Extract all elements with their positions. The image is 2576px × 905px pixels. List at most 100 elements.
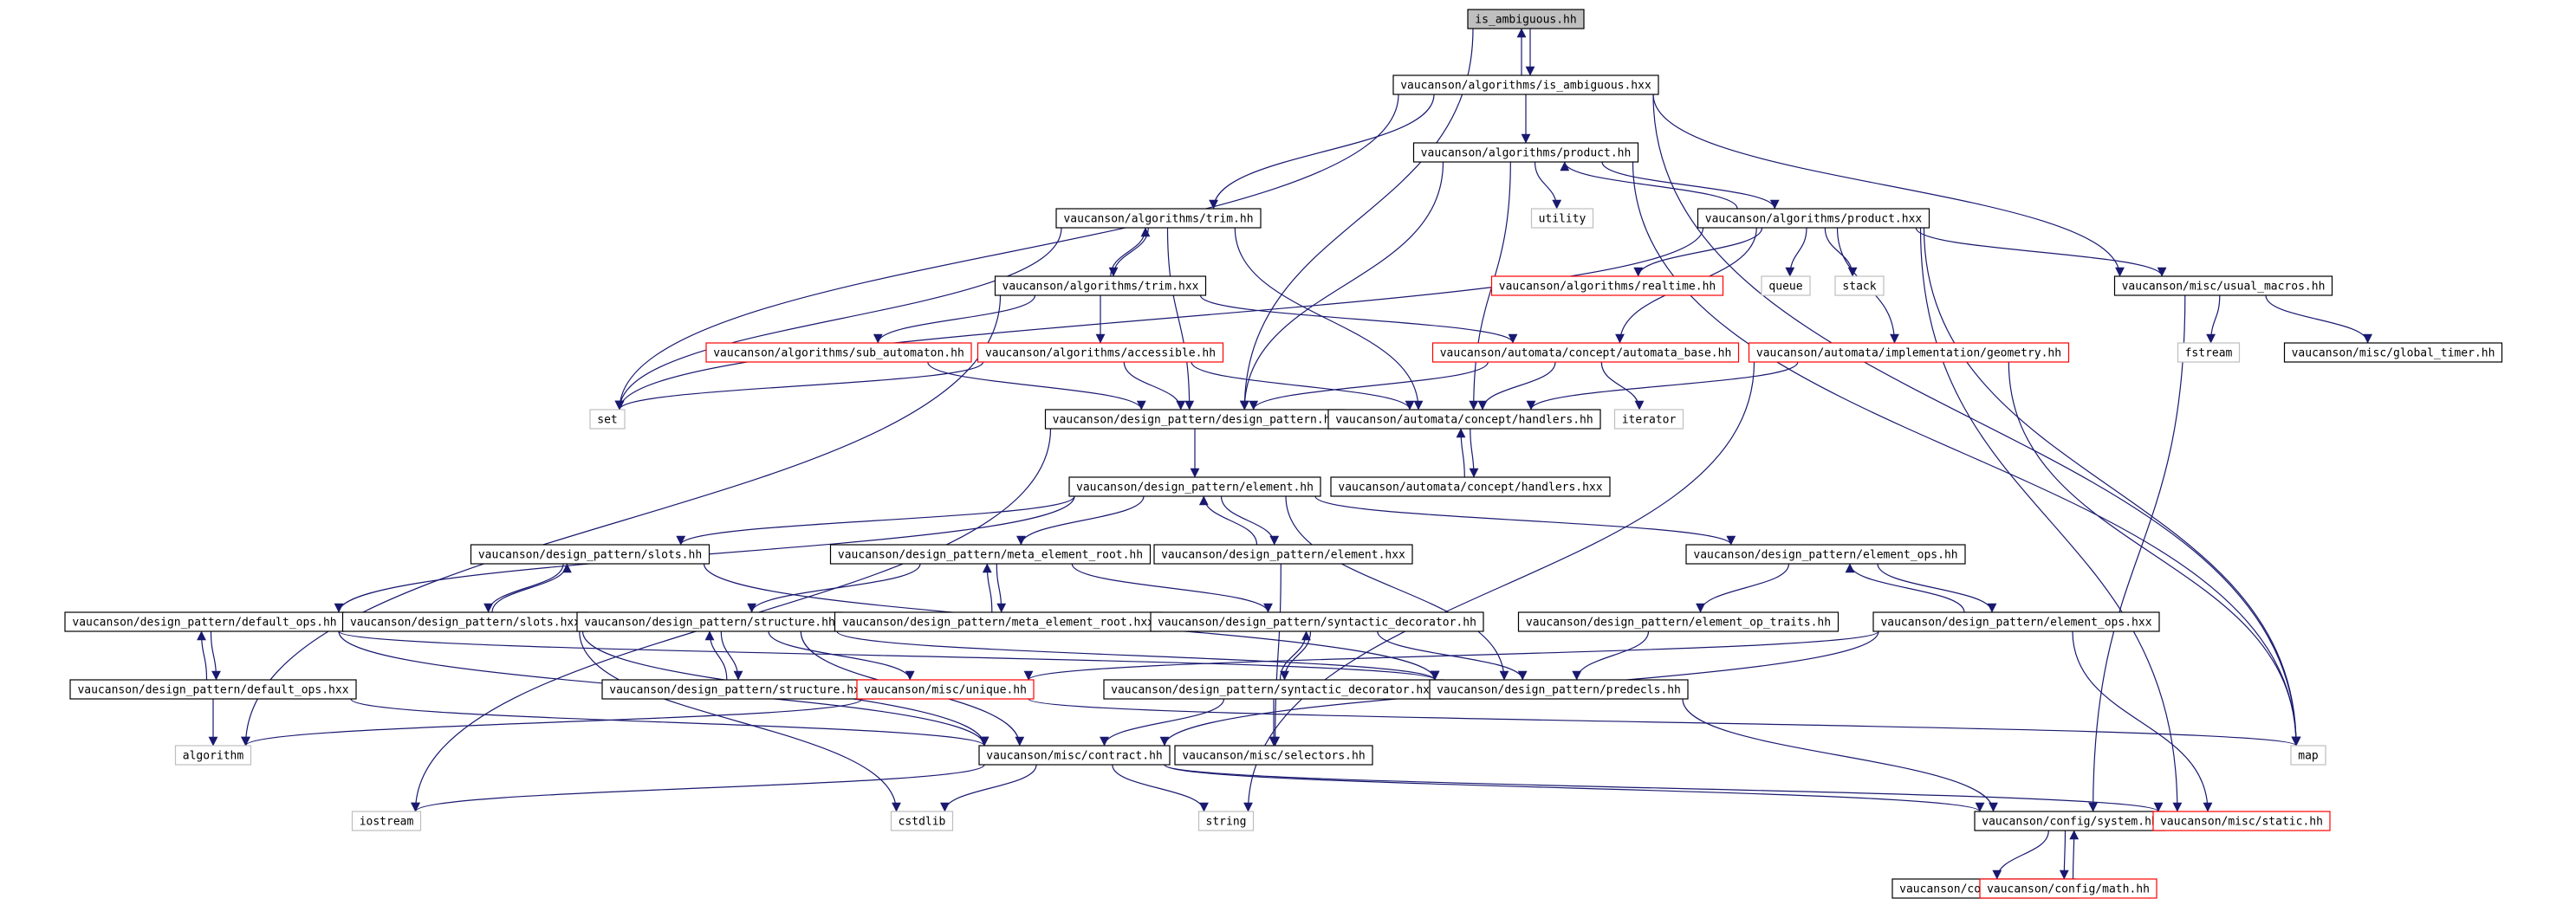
edge-element-hh-to-meta-element-root-hh (1016, 495, 1145, 546)
node-math[interactable]: vaucanson/config/math.hh (1979, 878, 2157, 899)
node-label: vaucanson/design_pattern/default_ops.hh (72, 617, 336, 630)
node-label: vaucanson/algorithms/trim.hxx (1002, 281, 1199, 294)
node-slots-hh[interactable]: vaucanson/design_pattern/slots.hh (470, 544, 711, 565)
edge-contract-to-system-hh (1164, 764, 1985, 812)
node-element-ops-hh[interactable]: vaucanson/design_pattern/element_ops.hh (1685, 544, 1966, 565)
node-label: vaucanson/design_pattern/structure.hxx (609, 684, 867, 697)
node-box (1467, 9, 1585, 29)
node-element-hxx[interactable]: vaucanson/design_pattern/element.hxx (1153, 544, 1413, 565)
node-label: utility (1539, 213, 1586, 226)
node-meta-element-root-hxx[interactable]: vaucanson/design_pattern/meta_element_ro… (834, 611, 1163, 632)
node-slots-hxx[interactable]: vaucanson/design_pattern/slots.hxx (341, 611, 589, 632)
node-system-hh[interactable]: vaucanson/config/system.hh (1974, 811, 2166, 831)
node-box (1431, 342, 1740, 363)
edge-is-ambiguous-hh-to-design-pattern-hh (1239, 28, 1474, 410)
node-handlers-hh[interactable]: vaucanson/automata/concept/handlers.hh (1327, 409, 1601, 430)
node-syntactic-decorator-hxx[interactable]: vaucanson/design_pattern/syntactic_decor… (1103, 679, 1444, 700)
edge-syntactic-decorator-hh-to-syntactic-decorator-hxx (1280, 630, 1312, 681)
node-static-hh[interactable]: vaucanson/misc/static.hh (2152, 811, 2331, 831)
node-design-pattern-hh[interactable]: vaucanson/design_pattern/design_pattern.… (1044, 409, 1346, 430)
edge-element-hh-to-predecls (1285, 495, 1509, 681)
node-contract[interactable]: vaucanson/misc/contract.hh (978, 745, 1171, 766)
node-label: vaucanson/automata/concept/handlers.hh (1335, 414, 1593, 427)
node-label: vaucanson/algorithms/sub_automaton.hh (713, 347, 964, 360)
node-label: vaucanson/algorithms/trim.hh (1063, 213, 1253, 226)
node-is-ambiguous-hxx[interactable]: vaucanson/algorithms/is_ambiguous.hxx (1392, 74, 1659, 95)
node-utility: utility (1530, 208, 1594, 229)
node-product-hh[interactable]: vaucanson/algorithms/product.hh (1412, 142, 1639, 163)
node-meta-element-root-hh[interactable]: vaucanson/design_pattern/meta_element_ro… (829, 544, 1152, 565)
node-product-hxx[interactable]: vaucanson/algorithms/product.hxx (1697, 208, 1930, 229)
node-label: vaucanson/misc/unique.hh (864, 684, 1027, 697)
node-predecls[interactable]: vaucanson/design_pattern/predecls.hh (1429, 679, 1689, 700)
edge-trim-hxx-to-automata-base (1199, 294, 1518, 344)
node-box (978, 745, 1171, 766)
node-label: stack (1842, 281, 1876, 294)
node-label: vaucanson/design_pattern/default_ops.hxx (77, 684, 348, 697)
node-realtime-hh[interactable]: vaucanson/algorithms/realtime.hh (1490, 275, 1724, 296)
edge-element-hh-to-slots-hh (676, 495, 1075, 546)
node-unique-hh[interactable]: vaucanson/misc/unique.hh (856, 679, 1035, 700)
node-cstdlib: cstdlib (890, 811, 954, 831)
node-box (1150, 611, 1484, 632)
node-set: set (589, 409, 626, 430)
edge-trim-hxx-to-algorithm (241, 294, 1002, 747)
node-box (1748, 342, 2070, 363)
node-label: vaucanson/misc/static.hh (2160, 816, 2323, 829)
node-box (1055, 208, 1262, 229)
node-accessible[interactable]: vaucanson/algorithms/accessible.hh (977, 342, 1224, 363)
node-syntactic-decorator-hh[interactable]: vaucanson/design_pattern/syntactic_decor… (1150, 611, 1484, 632)
node-iostream: iostream (351, 811, 422, 831)
node-geometry[interactable]: vaucanson/automata/implementation/geomet… (1748, 342, 2070, 363)
node-label: vaucanson/design_pattern/syntactic_decor… (1158, 617, 1476, 630)
node-selectors[interactable]: vaucanson/misc/selectors.hh (1174, 745, 1373, 766)
node-box (174, 745, 252, 766)
edge-meta-element-root-hxx-to-meta-element-root-hh (982, 563, 993, 613)
node-structure-hh[interactable]: vaucanson/design_pattern/structure.hh (576, 611, 843, 632)
node-structure-hxx[interactable]: vaucanson/design_pattern/structure.hxx (601, 679, 875, 700)
edge-contract-to-cstdlib (940, 764, 1037, 812)
edge-default-ops-hxx-to-contract (350, 698, 990, 747)
node-sub-automaton[interactable]: vaucanson/algorithms/sub_automaton.hh (705, 342, 972, 363)
edge-default-ops-hh-to-predecls (338, 630, 1439, 681)
node-box (2283, 342, 2503, 363)
node-handlers-hxx[interactable]: vaucanson/automata/concept/handlers.hxx (1330, 476, 1611, 497)
node-label: fstream (2185, 347, 2233, 360)
edge-slots-hh-to-slots-hxx (483, 563, 564, 613)
node-default-ops-hxx[interactable]: vaucanson/design_pattern/default_ops.hxx (69, 679, 357, 700)
node-trim-hxx[interactable]: vaucanson/algorithms/trim.hxx (994, 275, 1207, 296)
edge-meta-element-root-hh-to-syntactic-decorator-hh (1071, 563, 1273, 613)
edge-is-ambiguous-hxx-to-map (1652, 94, 2301, 747)
edge-slots-hxx-to-slots-hh (491, 563, 572, 613)
edge-handlers-hxx-to-handlers-hh (1456, 428, 1466, 478)
node-global-timer[interactable]: vaucanson/misc/global_timer.hh (2283, 342, 2503, 363)
node-box (2152, 811, 2331, 831)
node-is-ambiguous-hh[interactable]: is_ambiguous.hh (1467, 9, 1585, 29)
node-box (1327, 409, 1601, 430)
node-label: vaucanson/design_pattern/slots.hh (478, 549, 702, 562)
node-element-ops-hxx[interactable]: vaucanson/design_pattern/element_ops.hxx (1872, 611, 2160, 632)
node-box (994, 275, 1207, 296)
node-trim-hh[interactable]: vaucanson/algorithms/trim.hh (1055, 208, 1262, 229)
node-box (1979, 878, 2157, 899)
edge-is-ambiguous-hxx-to-set (614, 94, 1399, 410)
node-usual-macros[interactable]: vaucanson/misc/usual_macros.hh (2113, 275, 2333, 296)
node-box (1490, 275, 1724, 296)
edge-element-ops-hxx-to-static-hh (2072, 630, 2213, 812)
edge-product-hh-to-product-hxx (1601, 161, 1780, 210)
node-box (1872, 611, 2160, 632)
node-box (1429, 679, 1689, 700)
node-box (1153, 544, 1413, 565)
node-iterator: iterator (1613, 409, 1684, 430)
node-box (1530, 208, 1594, 229)
edge-product-hxx-to-set (614, 227, 1704, 410)
node-element-hh[interactable]: vaucanson/design_pattern/element.hh (1068, 476, 1321, 497)
edge-math-to-system-hh (2069, 830, 2080, 880)
node-default-ops-hh[interactable]: vaucanson/design_pattern/default_ops.hh (64, 611, 345, 632)
node-automata-base[interactable]: vaucanson/automata/concept/automata_base… (1431, 342, 1740, 363)
node-element-op-traits[interactable]: vaucanson/design_pattern/element_op_trai… (1517, 611, 1840, 632)
edge-product-hxx-to-usual-macros (1915, 227, 2167, 277)
edge-sub-automaton-to-design-pattern-hh (927, 361, 1146, 410)
edge-default-ops-hxx-to-default-ops-hh (197, 630, 208, 681)
